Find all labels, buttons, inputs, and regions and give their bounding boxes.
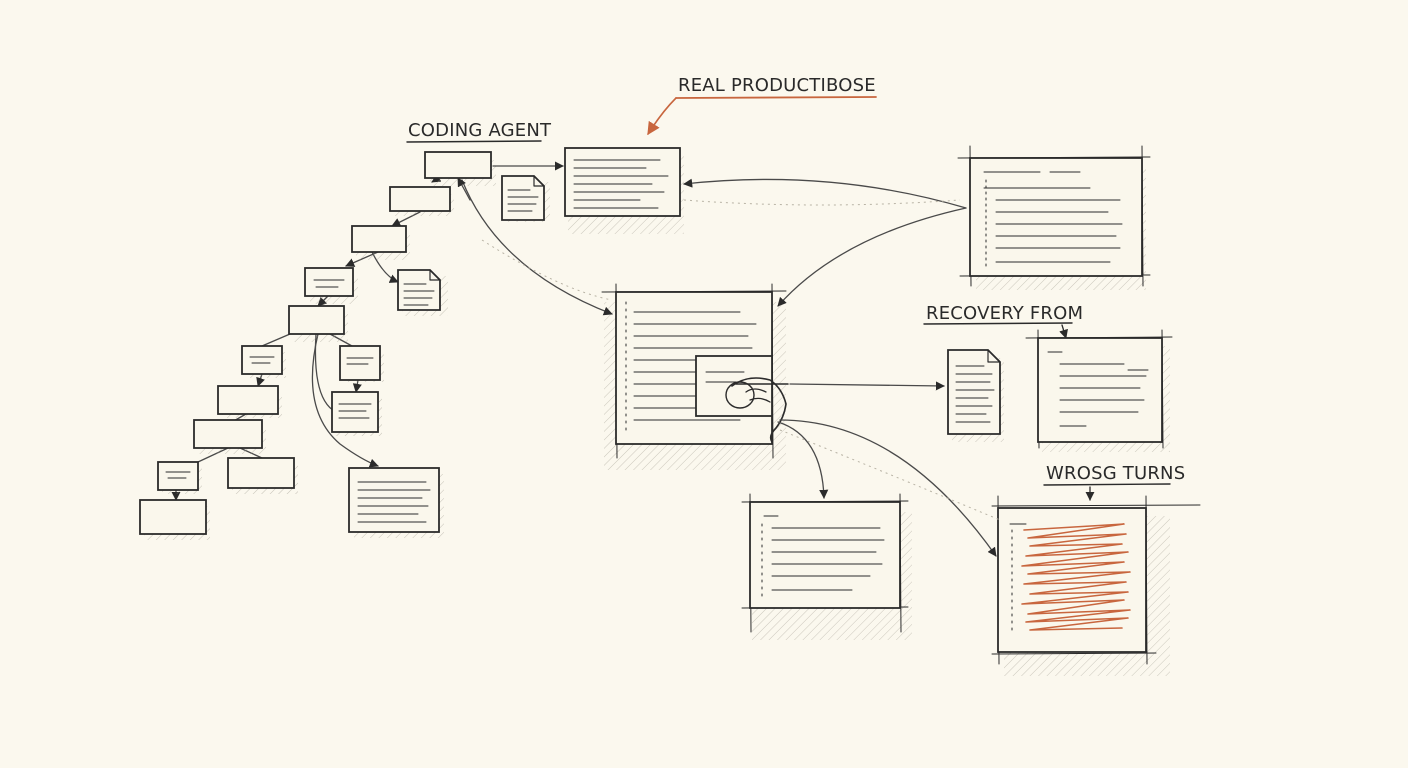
flow-arrows [457, 177, 997, 557]
agent-tree [139, 151, 564, 540]
code-panel-center [601, 283, 787, 470]
tree-node [157, 461, 199, 491]
label-real-productibose-text: REAL PRODUCTIBOSE [678, 75, 876, 96]
tree-node [241, 345, 283, 375]
document-icon [501, 175, 550, 222]
code-panel-wrong-turns [991, 495, 1201, 676]
recovery-document-icon [947, 349, 1004, 442]
tree-node [389, 186, 451, 212]
tree-node [288, 305, 345, 335]
label-recovery-from: RECOVERY FROM [923, 303, 1083, 339]
tree-node [227, 457, 295, 489]
label-coding-agent-text: CODING AGENT [408, 120, 552, 141]
wrong-turns-scribble [1021, 523, 1131, 631]
label-real-productibose: REAL PRODUCTIBOSE [647, 75, 877, 136]
tree-node-root [424, 151, 492, 179]
code-panel-top-right [957, 145, 1151, 290]
tree-document [348, 467, 440, 533]
tree-node [351, 225, 407, 253]
hand-pen-icon [731, 377, 789, 443]
code-panel-top [564, 147, 684, 234]
label-wrosg-turns-text: WROSG TURNS [1046, 463, 1185, 484]
label-wrosg-turns: WROSG TURNS [1043, 463, 1185, 501]
code-panel-bottom [741, 493, 912, 640]
tree-node [304, 267, 354, 297]
document-icon [397, 269, 448, 316]
dotted-connectors [481, 199, 1001, 521]
recovery-code-panel [1025, 329, 1173, 452]
tree-node [217, 385, 279, 415]
label-coding-agent: CODING AGENT [406, 120, 552, 143]
tree-node [331, 391, 379, 433]
tree-node [139, 499, 207, 535]
tree-node [193, 419, 263, 449]
tree-node [339, 345, 381, 381]
label-recovery-from-text: RECOVERY FROM [926, 303, 1083, 324]
